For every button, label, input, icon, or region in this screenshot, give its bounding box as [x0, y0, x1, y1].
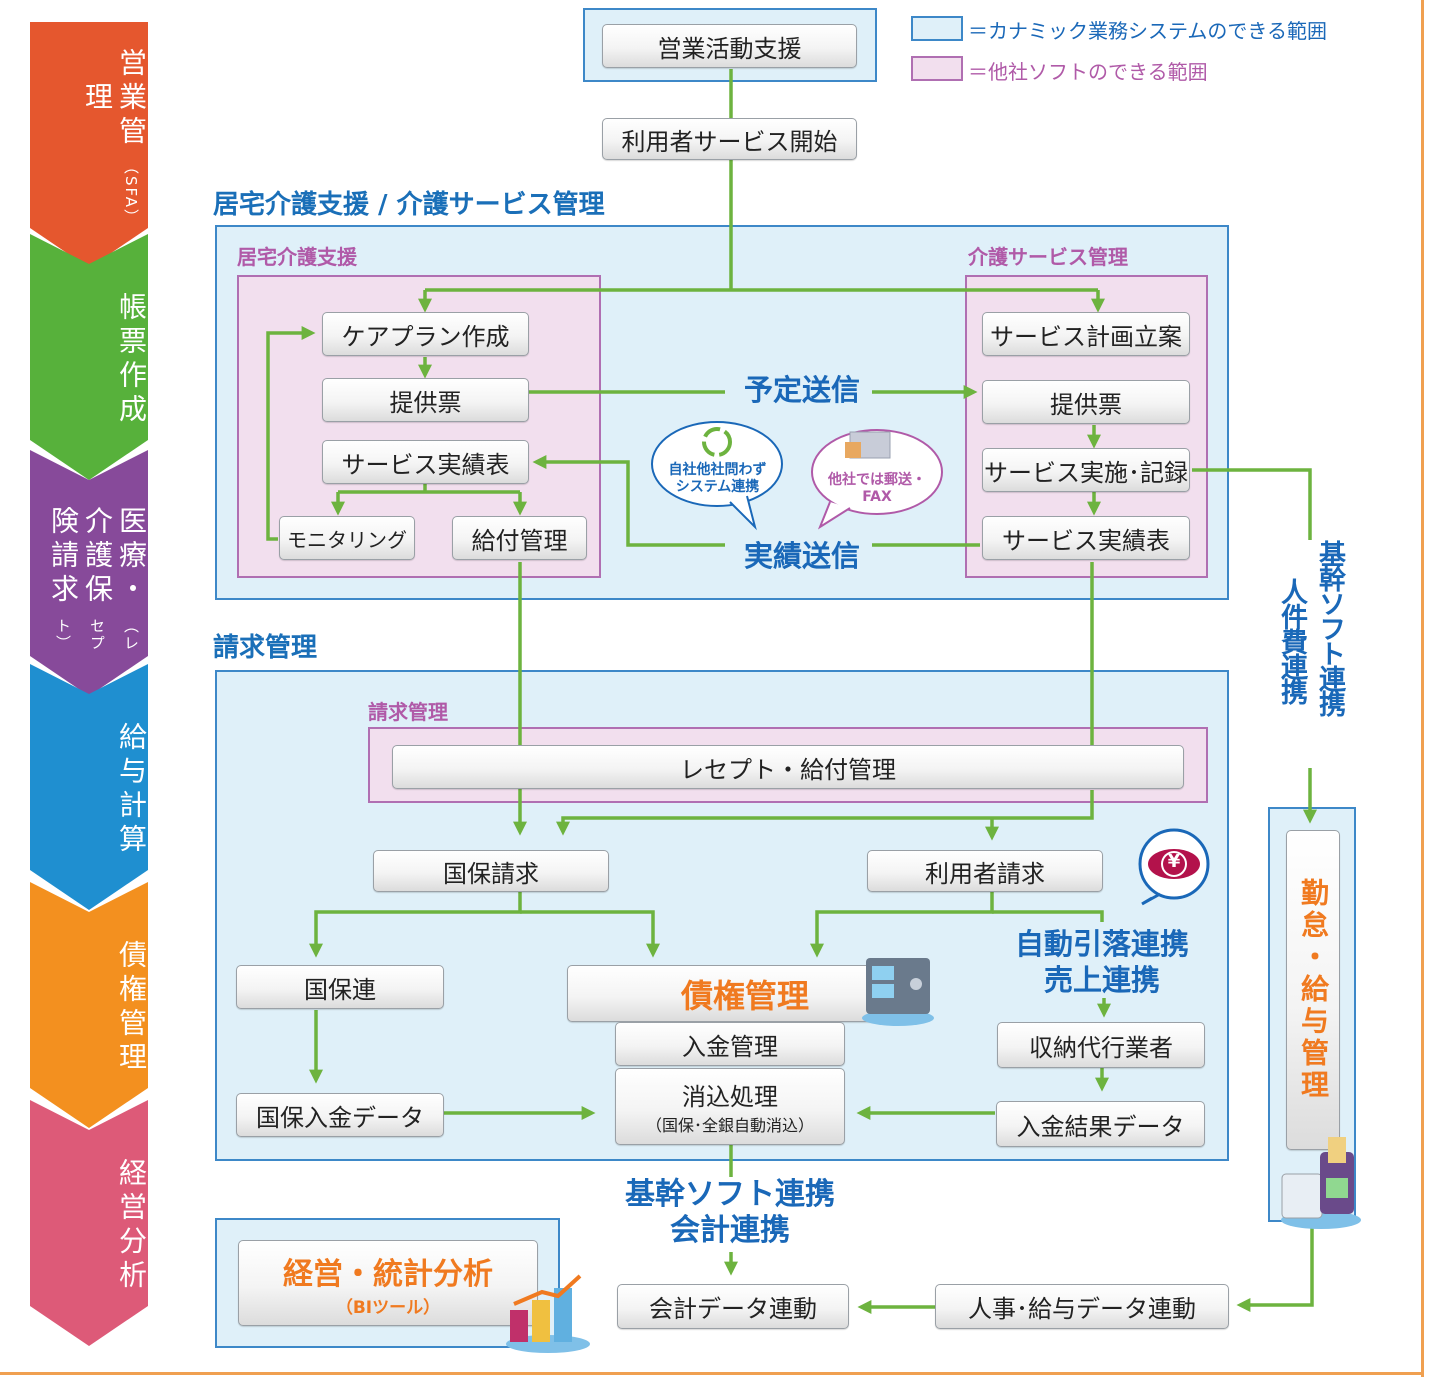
sidebar-chevron: 営業管理 （SFA）: [30, 22, 148, 268]
legend-pink-label: ＝他社ソフトのできる範囲: [968, 60, 1208, 84]
result-send-label: 実績送信: [743, 539, 860, 573]
service-record-button[interactable]: サービス実施･記録: [982, 448, 1190, 492]
labor-link-vertical-text: 人件費連携: [1276, 578, 1307, 703]
sidebar-label-main: 給与計算: [115, 722, 148, 858]
sidebar-chevron: 債権管理: [30, 882, 148, 1128]
result-table-right-button[interactable]: サービス実績表: [982, 516, 1190, 560]
clearing-sublabel: （国保･全銀自動消込）: [645, 1116, 814, 1135]
kokuho-claim-button[interactable]: 国保請求: [373, 850, 609, 892]
service-plan-button[interactable]: サービス計画立案: [982, 312, 1190, 356]
sidebar-label-main: 営業管理: [81, 48, 148, 151]
sidebar-chevron-label: 医療・介護保険請求 （レセプト）: [30, 498, 148, 654]
clearing-button[interactable]: 消込処理 （国保･全銀自動消込）: [615, 1068, 845, 1145]
core-link-vertical-text: 基幹ソフト連携: [1314, 540, 1345, 715]
sidebar-chevron: 帳票作成: [30, 234, 148, 480]
yen-icon: ¥: [1132, 826, 1210, 906]
sidebar-chevron: 医療・介護保険請求 （レセプト）: [30, 450, 148, 696]
sidebar-label-main: 債権管理: [115, 940, 148, 1076]
clearing-label: 消込処理: [682, 1083, 778, 1111]
sidebar-label-main: 経営分析: [115, 1158, 148, 1294]
safe-icon: [858, 950, 940, 1028]
yen-symbol: ¥: [1167, 851, 1181, 872]
sidebar-label-sub: （レセプト）: [54, 617, 140, 652]
sales-support-button[interactable]: 営業活動支援: [602, 24, 857, 68]
credit-mgmt-button[interactable]: 債権管理: [567, 965, 923, 1022]
legend-blue-swatch: [911, 16, 963, 41]
attendance-button[interactable]: 勤怠・給与管理: [1286, 830, 1340, 1150]
bi-title: 経営・統計分析: [283, 1256, 493, 1292]
attendance-label: 勤怠・給与管理: [1297, 878, 1330, 1102]
user-claim-button[interactable]: 利用者請求: [867, 850, 1103, 892]
provision-left-button[interactable]: 提供票: [322, 378, 529, 422]
sidebar-chevron-label: 経営分析: [30, 1148, 148, 1304]
hr-data-button[interactable]: 人事･給与データ連動: [935, 1284, 1229, 1329]
bottom-accounting-link-text: 会計連携: [670, 1213, 790, 1248]
legend-blue-label: ＝カナミック業務システムのできる範囲: [968, 19, 1327, 43]
collection-agent-button[interactable]: 収納代行業者: [997, 1022, 1205, 1068]
receipt-button[interactable]: レセプト・給付管理: [392, 745, 1184, 789]
bi-subtitle: （BIツール）: [335, 1297, 441, 1318]
user-service-start-button[interactable]: 利用者サービス開始: [602, 118, 857, 160]
kokuhoren-button[interactable]: 国保連: [236, 965, 444, 1009]
timecard-icon: [1276, 1132, 1366, 1232]
bottom-link-label: 基幹ソフト連携 会計連携: [600, 1177, 860, 1249]
kokuho-payment-data-button[interactable]: 国保入金データ: [236, 1093, 444, 1137]
accounting-data-button[interactable]: 会計データ連動: [617, 1284, 849, 1329]
bottom-frame-border: [0, 1372, 1424, 1375]
sales-link-text: 売上連携: [1043, 963, 1160, 997]
provision-right-button[interactable]: 提供票: [982, 380, 1190, 424]
section1-title: 居宅介護支援 / 介護サービス管理: [213, 190, 605, 220]
bubble-left-text: 自社他社問わず システム連携: [668, 462, 767, 495]
sidebar-chevron: 経営分析: [30, 1100, 148, 1346]
bubble-right-text: 他社では郵送・ FAX: [828, 472, 926, 505]
benefit-mgmt-button[interactable]: 給付管理: [452, 516, 587, 560]
sync-icon: [702, 427, 732, 457]
sidebar-chevron-label: 営業管理 （SFA）: [30, 40, 148, 226]
bottom-core-link-text: 基幹ソフト連携: [625, 1177, 835, 1212]
core-link-vertical-label: 基幹ソフト連携 人件費連携: [1270, 540, 1350, 770]
bi-button[interactable]: 経営・統計分析 （BIツール）: [238, 1240, 538, 1326]
sidebar-chevron-label: 給与計算: [30, 712, 148, 868]
payment-mgmt-button[interactable]: 入金管理: [615, 1022, 845, 1066]
sidebar-chevron: 給与計算: [30, 664, 148, 910]
auto-debit-label: 自動引落連携 売上連携: [1002, 926, 1202, 998]
sidebar-chevron-label: 帳票作成: [30, 282, 148, 438]
payment-result-data-button[interactable]: 入金結果データ: [996, 1101, 1205, 1147]
sidebar-label-main: 医療・介護保険請求: [47, 505, 148, 608]
section2-title: 請求管理: [213, 633, 318, 663]
bar-chart-icon: [502, 1270, 594, 1356]
link-bubbles: [651, 421, 943, 531]
home-care-title: 居宅介護支援: [237, 245, 357, 269]
billing-pink-title: 請求管理: [368, 700, 448, 724]
schedule-send-label: 予定送信: [743, 373, 860, 407]
sidebar-label-sub: （SFA）: [122, 158, 140, 226]
legend-pink-swatch: [911, 56, 963, 81]
monitoring-button[interactable]: モニタリング: [279, 516, 415, 560]
auto-debit-text: 自動引落連携: [1014, 927, 1189, 961]
care-service-title: 介護サービス管理: [968, 245, 1128, 269]
right-frame-border: [1421, 0, 1424, 1377]
sidebar-chevron-label: 債権管理: [30, 930, 148, 1086]
result-table-left-button[interactable]: サービス実績表: [322, 440, 529, 484]
careplan-button[interactable]: ケアプラン作成: [322, 312, 529, 356]
sidebar-label-main: 帳票作成: [115, 292, 148, 428]
